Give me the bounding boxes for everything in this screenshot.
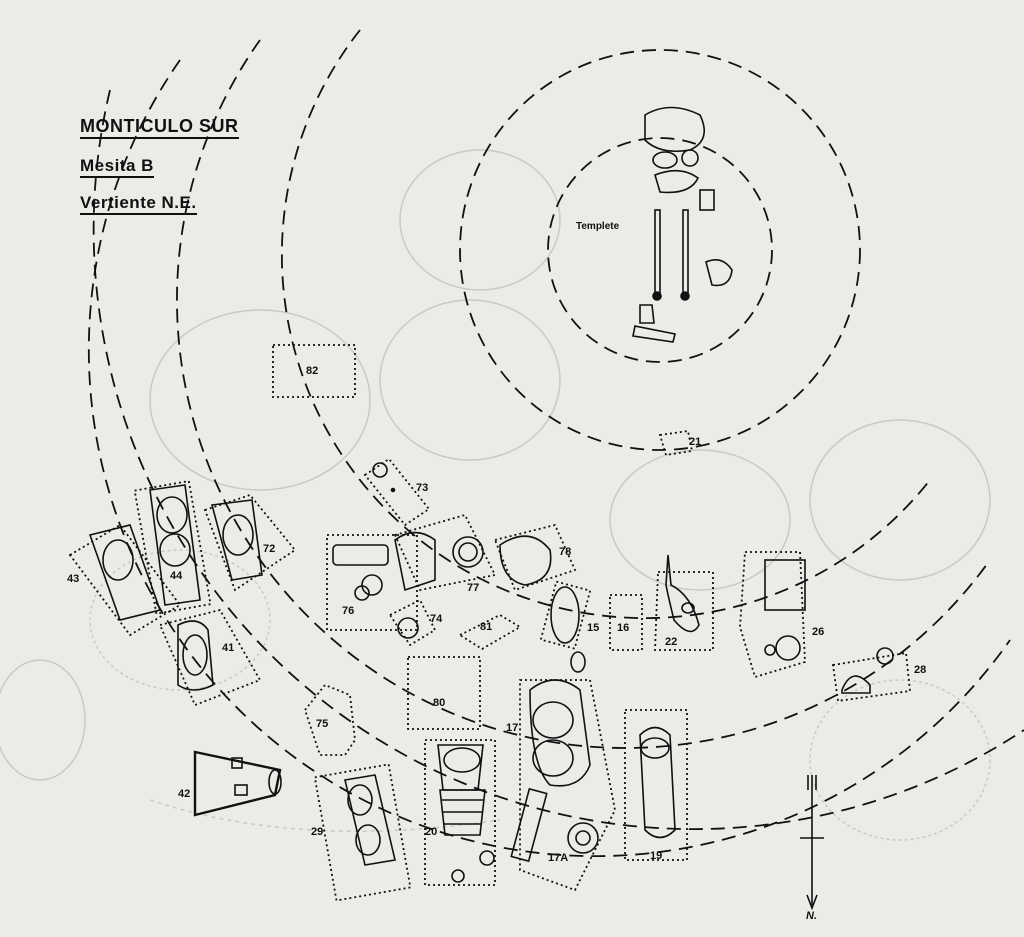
tomb-label: 74 — [430, 613, 443, 625]
tomb-label: 75 — [316, 718, 329, 730]
tomb-outlines — [68, 344, 911, 902]
tomb-label: 21 — [689, 436, 702, 448]
map-subtitle: Mesita B — [80, 156, 154, 178]
map-title: MONTICULO SUR — [80, 116, 239, 139]
tomb-label: 20 — [425, 826, 438, 838]
tomb-label: 80 — [433, 697, 446, 709]
tomb-label: 82 — [306, 365, 319, 377]
tomb-contents — [88, 462, 894, 883]
tomb-label: 22 — [665, 636, 678, 648]
map-area: Vertiente N.E. — [80, 193, 197, 215]
tomb-label: 26 — [812, 626, 825, 638]
tomb-label: 17A — [548, 852, 569, 864]
north-arrow-icon — [800, 775, 824, 911]
tomb-label: 19 — [650, 850, 663, 862]
tomb-label: 17 — [506, 722, 519, 734]
tomb-label: 43 — [67, 573, 80, 585]
background-faint-features — [0, 149, 991, 841]
tomb-label: 73 — [416, 482, 429, 494]
tomb-label: 28 — [914, 664, 927, 676]
tomb-label: 29 — [311, 826, 324, 838]
tomb-label: 42 — [178, 788, 191, 800]
templete-label: Templete — [576, 221, 620, 232]
tomb-label: 76 — [342, 605, 355, 617]
concentric-dashed-arcs — [87, 29, 1024, 858]
templete-stones — [632, 106, 733, 343]
tomb-label: 78 — [559, 546, 572, 558]
north-label: N. — [806, 910, 817, 922]
tomb-label: 72 — [263, 543, 276, 555]
tomb-label: 81 — [480, 621, 493, 633]
tomb-label: 41 — [222, 642, 235, 654]
tomb-label: 77 — [467, 582, 480, 594]
tomb-label: 15 — [587, 622, 600, 634]
tomb-label: 16 — [617, 622, 630, 634]
tomb-label: 44 — [170, 570, 183, 582]
